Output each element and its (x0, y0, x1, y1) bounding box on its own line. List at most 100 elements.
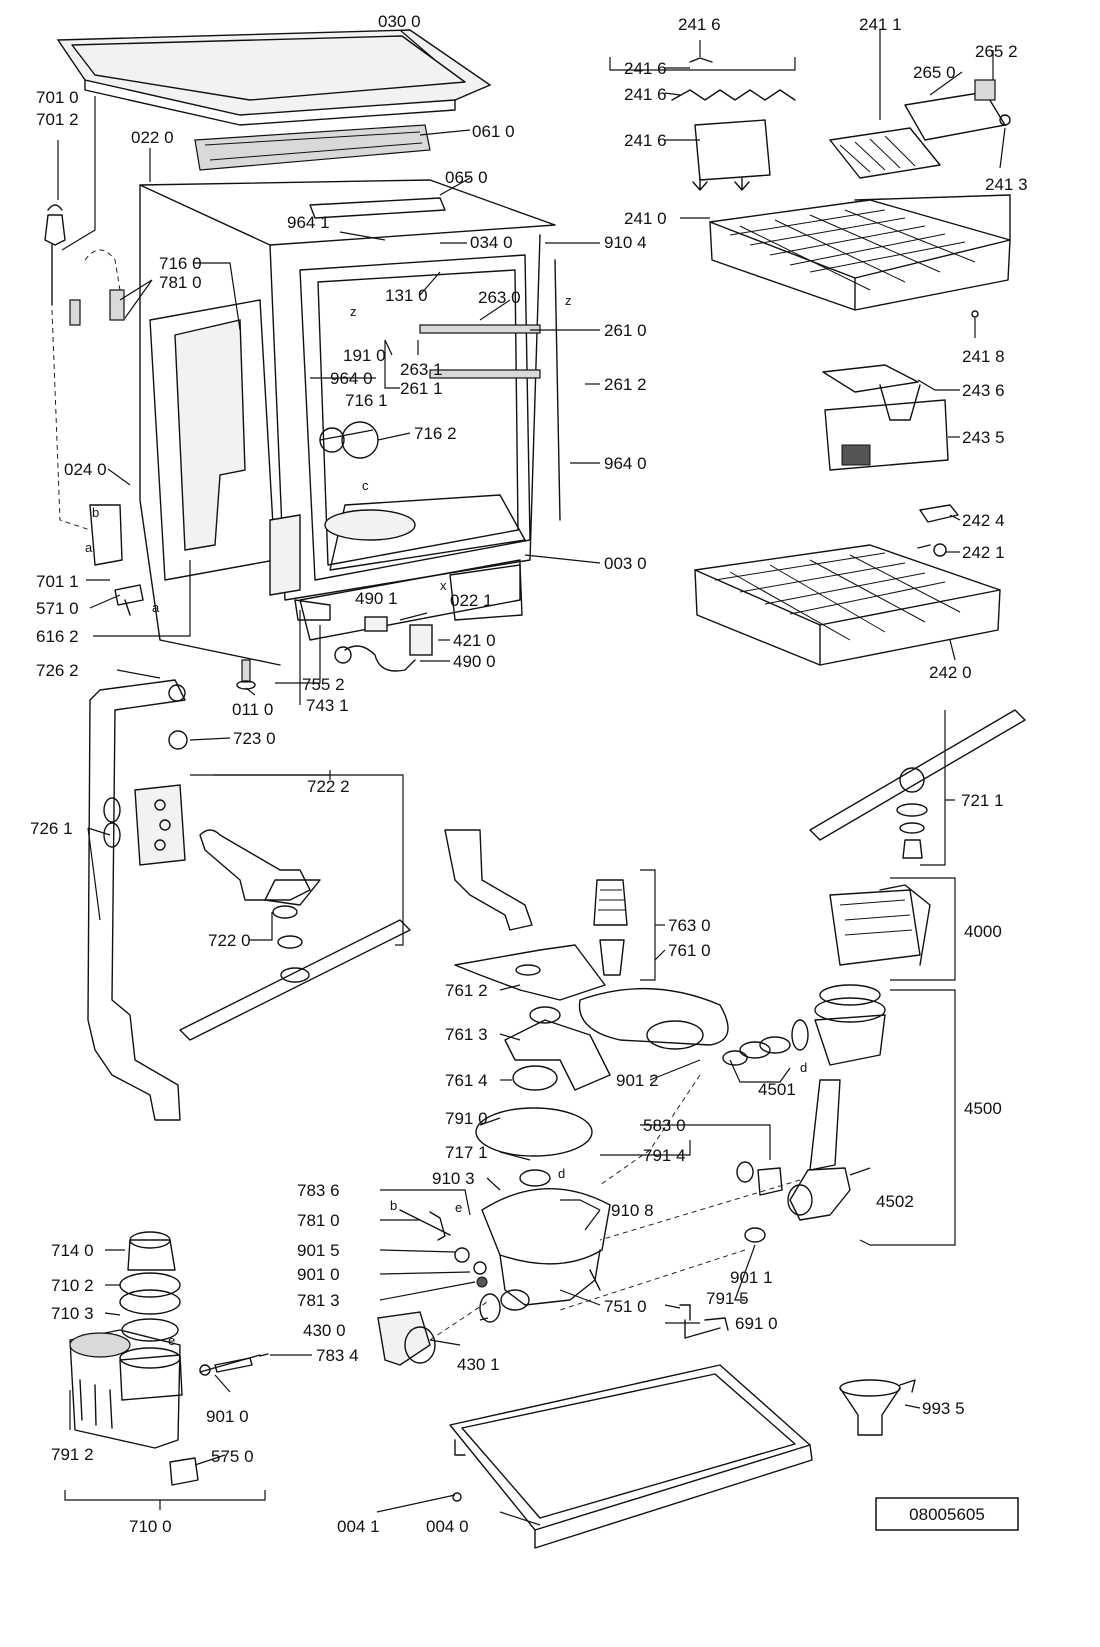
label-241-6-b: 241 6 (624, 59, 667, 78)
label-004-0: 004 0 (426, 1517, 469, 1536)
label-242-0: 242 0 (929, 663, 972, 682)
label-761-0: 761 0 (668, 941, 711, 960)
letter-z-2: z (565, 293, 572, 308)
letter-c: c (362, 478, 369, 493)
label-964-1: 964 1 (287, 213, 330, 232)
label-791-5: 791 5 (706, 1289, 749, 1308)
sump-assembly (399, 829, 729, 1311)
label-726-1: 726 1 (30, 819, 73, 838)
label-265-2: 265 2 (975, 42, 1018, 61)
label-241-3: 241 3 (985, 175, 1028, 194)
label-714-0: 714 0 (51, 1241, 94, 1260)
label-755-2: 755 2 (302, 675, 345, 694)
label-901-0-a: 901 0 (297, 1265, 340, 1284)
worktop-030 (56, 29, 492, 126)
label-710-0: 710 0 (129, 1517, 172, 1536)
letter-a: a (85, 540, 93, 555)
electrical-parts (294, 599, 433, 672)
label-710-2: 710 2 (51, 1276, 94, 1295)
label-261-2: 261 2 (604, 375, 647, 394)
label-241-1: 241 1 (859, 15, 902, 34)
label-910-3: 910 3 (432, 1169, 475, 1188)
label-265-0: 265 0 (913, 63, 956, 82)
label-910-4: 910 4 (604, 233, 647, 252)
label-993-5: 993 5 (922, 1399, 965, 1418)
label-4502: 4502 (876, 1192, 914, 1211)
label-065-0: 065 0 (445, 168, 488, 187)
label-910-8: 910 8 (611, 1201, 654, 1220)
level-sensor-691 (679, 1304, 729, 1339)
base-tray-004 (449, 1364, 813, 1549)
label-011-0: 011 0 (232, 700, 273, 719)
leader-lines (57, 29, 1006, 1526)
label-430-0: 430 0 (303, 1321, 346, 1340)
label-761-4: 761 4 (445, 1071, 488, 1090)
label-242-4: 242 4 (962, 511, 1005, 530)
letter-e: e (455, 1200, 462, 1215)
supply-tube-726 (87, 679, 186, 1121)
label-034-0: 034 0 (470, 233, 513, 252)
upper-basket-241 (709, 194, 1011, 311)
label-575-0: 575 0 (211, 1447, 254, 1466)
label-722-2: 722 2 (307, 777, 350, 796)
label-791-2: 791 2 (51, 1445, 94, 1464)
label-022-1: 022 1 (450, 591, 493, 610)
part-labels: 030 0 061 0 022 0 065 0 701 0 701 2 964 … (30, 12, 1028, 1536)
label-003-0: 003 0 (604, 554, 647, 573)
label-4500: 4500 (964, 1099, 1002, 1118)
letter-b: b (92, 505, 99, 520)
label-901-2: 901 2 (616, 1071, 659, 1090)
label-4000: 4000 (964, 922, 1002, 941)
spray-arm-assembly-722 (134, 730, 411, 1041)
label-701-2: 701 2 (36, 110, 79, 129)
label-004-1: 004 1 (337, 1517, 380, 1536)
label-263-1: 263 1 (400, 360, 443, 379)
document-number-box: 08005605 (875, 1497, 1019, 1531)
label-261-0: 261 0 (604, 321, 647, 340)
lower-basket-242 (694, 544, 1001, 666)
label-721-1: 721 1 (961, 791, 1004, 810)
label-710-3: 710 3 (51, 1304, 94, 1323)
label-781-0-b: 781 0 (297, 1211, 340, 1230)
label-791-4: 791 4 (643, 1146, 686, 1165)
label-490-0: 490 0 (453, 652, 496, 671)
label-781-3: 781 3 (297, 1291, 340, 1310)
label-030-0: 030 0 (378, 12, 421, 31)
label-716-0: 716 0 (159, 254, 202, 273)
label-716-1: 716 1 (345, 391, 388, 410)
heater-pump-4000 (722, 884, 931, 1243)
drain-pump-430 (377, 1293, 501, 1366)
label-241-0: 241 0 (624, 209, 667, 228)
label-726-2: 726 2 (36, 661, 79, 680)
label-716-2: 716 2 (414, 424, 457, 443)
filter-763 (593, 879, 628, 976)
letter-d: d (800, 1060, 807, 1075)
label-691-0: 691 0 (735, 1314, 778, 1333)
label-243-5: 243 5 (962, 428, 1005, 447)
label-723-0: 723 0 (233, 729, 276, 748)
label-761-2: 761 2 (445, 981, 488, 1000)
foot-011 (236, 659, 256, 690)
letter-d-2: d (558, 1166, 565, 1181)
label-964-0-b: 964 0 (604, 454, 647, 473)
label-701-1: 701 1 (36, 572, 79, 591)
label-783-4: 783 4 (316, 1346, 359, 1365)
label-191-0: 191 0 (343, 346, 386, 365)
label-783-6: 783 6 (297, 1181, 340, 1200)
label-241-6-d: 241 6 (624, 131, 667, 150)
letter-a-2: a (152, 600, 160, 615)
funnel-993 (839, 1379, 916, 1436)
label-901-5: 901 5 (297, 1241, 340, 1260)
letter-x: x (440, 578, 447, 593)
cabinet-frame (139, 179, 561, 666)
label-263-0: 263 0 (478, 288, 521, 307)
label-761-3: 761 3 (445, 1025, 488, 1044)
letter-markers: b a a c x z z d d b e e (85, 293, 807, 1348)
label-421-0: 421 0 (453, 631, 496, 650)
top-spray-arm-721 (809, 709, 1026, 859)
label-243-6: 243 6 (962, 381, 1005, 400)
label-430-1: 430 1 (457, 1355, 500, 1374)
label-131-0: 131 0 (385, 286, 428, 305)
label-743-1: 743 1 (306, 696, 349, 715)
label-583-0: 583 0 (643, 1116, 686, 1135)
